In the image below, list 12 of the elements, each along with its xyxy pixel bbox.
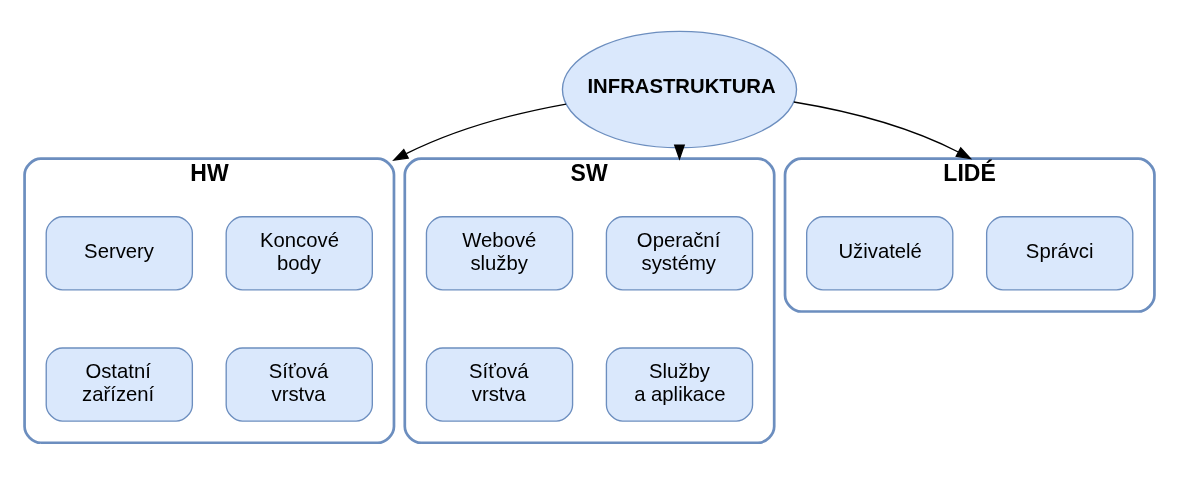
node-box: Uživatelé [806,216,954,291]
node-box: Servery [45,216,194,291]
node-box: Koncové body [225,216,373,291]
node-box: Operační systémy [605,216,754,291]
node-box: Síťová vrstva [425,347,574,422]
node-box: Správci [985,216,1134,291]
node-box: Webové služby [425,216,574,291]
arrow [793,101,973,160]
node-box: Síťová vrstva [225,347,373,422]
node-box: Služby a aplikace [605,347,754,422]
arrow [392,103,567,162]
node-box: Ostatní zařízení [45,347,194,422]
